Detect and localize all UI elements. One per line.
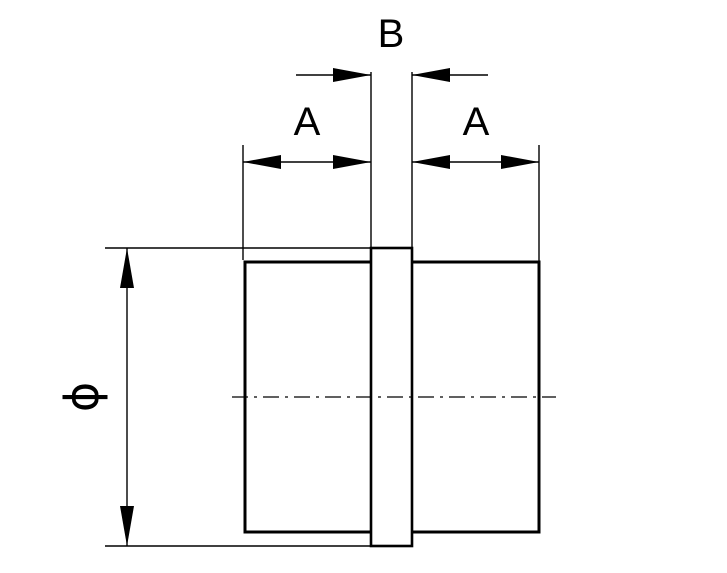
arrow-a-right-start [412,155,450,169]
label-diameter: ϕ [55,382,109,412]
arrow-b-right [412,68,450,82]
dimension-a-right: A [412,100,539,169]
arrow-diameter-top [120,248,134,288]
extension-lines [105,72,540,547]
dimension-diameter: ϕ [55,248,134,546]
label-a-left: A [294,100,321,144]
arrow-a-right-end [501,155,539,169]
arrow-a-left-end [333,155,371,169]
arrow-a-left-start [243,155,281,169]
body-right-half [412,260,541,534]
arrow-diameter-bottom [120,506,134,546]
label-a-right: A [463,100,490,144]
arrow-b-left [333,68,371,82]
dimension-a-left: A [243,100,371,169]
dimension-b: B [296,12,488,82]
label-b: B [378,12,405,56]
